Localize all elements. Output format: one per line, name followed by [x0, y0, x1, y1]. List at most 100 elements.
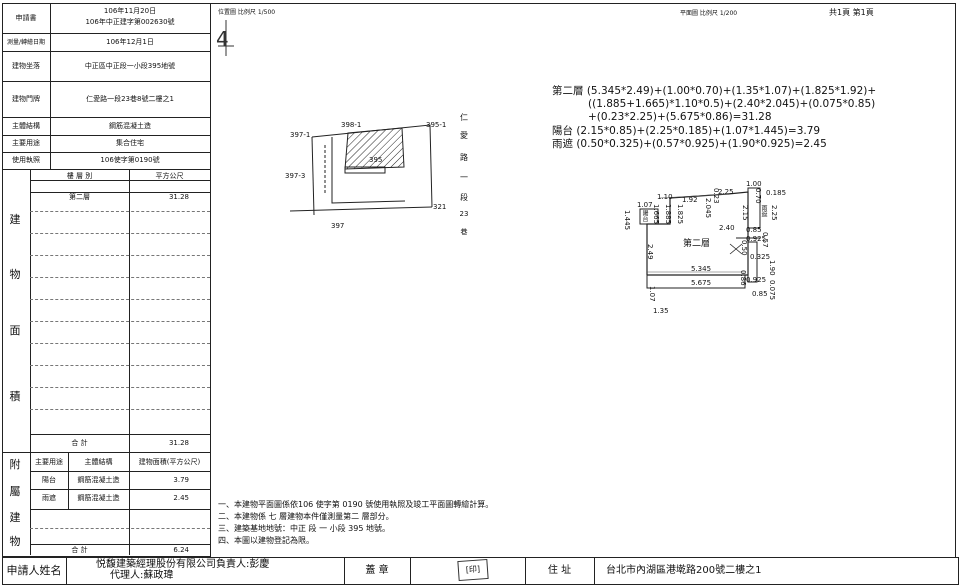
main-structure-label: 主體結構	[12, 122, 40, 130]
calc-line: +(0.23*2.25)+(5.675*0.86)=31.28	[588, 111, 772, 123]
attach-row-area: 2.45	[173, 494, 189, 502]
attach-row-area: 3.79	[173, 476, 189, 484]
dim-label: 2.25	[770, 205, 778, 221]
attach-row-use: 雨遮	[42, 494, 56, 502]
dim-label: 1.00	[746, 180, 762, 188]
parcel-395-1: 395-1	[426, 121, 447, 129]
area-side-label-1: 建	[9, 213, 21, 226]
attach-total-label: 合 計	[71, 546, 88, 554]
road-char: 一	[460, 173, 468, 182]
parcel-397: 397	[331, 222, 345, 230]
area-side-label-4: 積	[9, 390, 21, 403]
attach-row-use: 陽台	[42, 476, 56, 484]
applicant-name-label: 申請人姓名	[6, 564, 62, 577]
building-door-label: 建物門牌	[12, 95, 40, 103]
dim-label: 1.885	[664, 204, 672, 225]
dim-label: 0.23	[712, 188, 720, 204]
attach-side-label-3: 建	[9, 511, 21, 524]
use-permit-label: 使用執照	[12, 156, 40, 164]
attach-row-structure: 鋼筋混凝土造	[77, 476, 120, 484]
area-row-floor: 第二層	[69, 193, 90, 201]
site-map-header: 位置圖 比例尺 1/500	[218, 9, 276, 16]
calc-line: 第二層 (5.345*2.49)+(1.00*0.70)+(1.35*1.07)…	[552, 85, 877, 97]
dim-label: 1.665	[652, 204, 660, 225]
dim-label: 1.10	[657, 193, 673, 201]
seal-label: 蓋 章	[365, 565, 389, 576]
parcel-397-1: 397-1	[290, 131, 311, 139]
stamp-mark: [印]	[457, 558, 489, 582]
dim-label: 0.325	[750, 253, 771, 261]
attach-total-value: 6.24	[173, 546, 189, 554]
dim-label: 0.57	[761, 232, 769, 248]
dim-label: 0.925	[746, 235, 767, 243]
parcel-395: 395	[369, 156, 383, 164]
area-col-floor: 樓 層 別	[66, 172, 93, 180]
area-total-label: 合 計	[71, 439, 88, 447]
main-use-label: 主要用途	[12, 139, 40, 147]
dim-label: 0.86	[739, 270, 747, 286]
dim-label: 0.925	[746, 276, 767, 284]
road-char: 段	[460, 193, 468, 202]
dim-label: 0.85	[752, 290, 768, 298]
applicant-date: 106年11月20日	[103, 7, 157, 15]
dim-label: 1.825	[676, 204, 684, 225]
parcel-398-1: 398-1	[341, 121, 362, 129]
form-table	[2, 3, 211, 557]
dim-label: 2.045	[704, 198, 712, 219]
main-structure: 鋼筋混凝土造	[109, 122, 151, 130]
building-door: 仁愛路一段23巷8號二樓之1	[86, 95, 174, 103]
dim-label: 5.345	[691, 265, 712, 273]
dim-label: 0.185	[766, 189, 787, 197]
dim-label: 0.50	[740, 240, 748, 256]
note-line: 四、本圖以建物登記為限。	[218, 536, 314, 545]
building-location: 中正區中正段一小段395地號	[84, 62, 176, 70]
survey-date-label: 測量/轉繪日期	[6, 39, 46, 46]
area-total-value: 31.28	[168, 439, 189, 447]
agent-name: 代理人:蘇政瑋	[110, 570, 174, 581]
parcel-321: 321	[433, 203, 447, 211]
area-col-unit: 平方公尺	[155, 172, 184, 180]
area-side-label-3: 面	[9, 324, 21, 337]
area-row-value: 31.28	[168, 193, 189, 201]
note-line: 一、本建物平面圖係依106 使字第 0190 號使用執照及竣工平面圖轉繪計算。	[218, 500, 494, 509]
address-value: 台北市內湖區港墘路200號二樓之1	[606, 565, 762, 576]
calc-line: 陽台 (2.15*0.85)+(2.25*0.185)+(1.07*1.445)…	[552, 125, 821, 137]
dim-label: 5.675	[691, 279, 712, 287]
attach-side-label-1: 附	[9, 458, 21, 471]
road-char: 路	[460, 153, 468, 162]
floor-plan-drawing	[639, 187, 761, 289]
main-use: 集合住宅	[116, 139, 144, 147]
dim-label: 1.92	[682, 196, 698, 204]
plan-header: 平面圖 比例尺 1/200	[680, 10, 738, 17]
road-char: 巷	[460, 228, 468, 236]
dim-label: 1.35	[653, 307, 669, 315]
dim-label: 0.075	[768, 280, 776, 301]
north-arrow-icon	[218, 20, 234, 56]
applicant-number: 106年中正建字第002630號	[85, 18, 175, 26]
address-label: 住 址	[547, 565, 572, 576]
bottom-bar	[2, 557, 959, 585]
building-location-label: 建物坐落	[12, 62, 40, 70]
parcel-397-3: 397-3	[285, 172, 306, 180]
site-plan-drawing	[289, 124, 433, 216]
road-char: 仁	[460, 113, 468, 122]
dim-label: 2.25	[718, 188, 734, 196]
note-line: 二、本建物係 七 層建物本件僅測量第二 層部分。	[218, 512, 394, 521]
dim-label: 1.07	[648, 286, 656, 302]
road-char: 23	[459, 210, 469, 218]
dim-label: 0.85	[746, 226, 762, 234]
attach-col-use: 主要用途	[35, 458, 63, 466]
attach-row-structure: 鋼筋混凝土造	[77, 494, 120, 502]
attach-side-label-2: 屬	[9, 485, 21, 498]
page-count: 共1頁 第1頁	[829, 8, 874, 17]
survey-date: 106年12月1日	[106, 38, 154, 46]
dim-label: 2.40	[719, 224, 735, 232]
balcony-label: 陽台	[641, 210, 648, 222]
applicant-name: 悦馥建築經理股份有限公司負責人:彭慶	[96, 559, 270, 570]
note-line: 三、建築基地地號：中正 段 一 小段 395 地號。	[218, 524, 390, 533]
attach-col-area: 建物面積(平方公尺)	[138, 458, 201, 466]
dim-label: 2.15	[741, 205, 749, 221]
road-char: 愛	[460, 131, 468, 140]
applicant-label: 申請書	[15, 14, 37, 22]
dim-label: 1.445	[623, 210, 631, 231]
